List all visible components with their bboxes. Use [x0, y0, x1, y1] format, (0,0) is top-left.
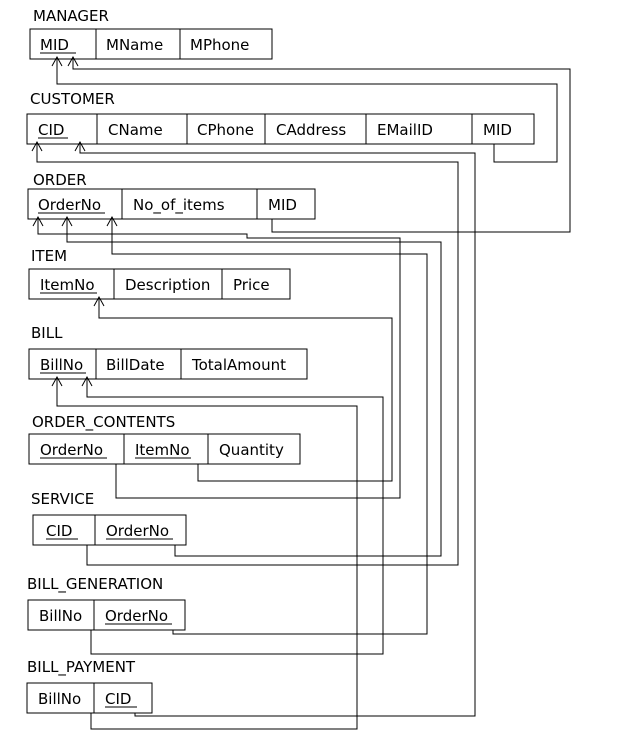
attr-cell: ItemNo	[135, 441, 190, 459]
arrow-head	[32, 215, 44, 227]
fk-line-customer-mid	[56, 58, 558, 163]
table-bill-generation: BILL_GENERATION BillNo OrderNo	[27, 575, 186, 631]
attr-cell: Quantity	[219, 441, 284, 459]
attr-cell: CID	[38, 121, 64, 139]
attr-cell: CName	[108, 121, 163, 139]
table-bill: BILL BillNo BillDate TotalAmount	[28, 324, 308, 380]
attr-cell: Price	[233, 276, 270, 294]
table-box	[32, 514, 187, 546]
table-order: ORDER OrderNo No_of_items MID	[27, 171, 316, 220]
attr-cell: TotalAmount	[191, 356, 286, 374]
table-name: ORDER_CONTENTS	[32, 413, 175, 432]
table-order-contents: ORDER_CONTENTS OrderNo ItemNo Quantity	[28, 413, 301, 465]
attr-cell: BillNo	[39, 607, 82, 625]
attr-cell: OrderNo	[40, 441, 103, 459]
table-box	[28, 348, 308, 380]
attr-cell: MPhone	[190, 36, 249, 54]
arrow-head	[74, 140, 86, 152]
table-item: ITEM ItemNo Description Price	[28, 247, 291, 300]
table-bill-payment: BILL_PAYMENT BillNo CID	[26, 658, 153, 714]
table-manager: MANAGER MID MName MPhone	[29, 7, 273, 60]
attr-cell: CID	[105, 690, 131, 708]
attr-cell: OrderNo	[106, 522, 169, 540]
table-service: SERVICE CID OrderNo	[31, 490, 187, 546]
table-box	[28, 268, 291, 300]
table-box	[29, 28, 273, 60]
attr-cell: MID	[40, 36, 69, 54]
attr-cell: MID	[268, 196, 297, 214]
table-name: BILL_PAYMENT	[27, 658, 136, 677]
table-box	[26, 682, 153, 714]
table-name: ORDER	[33, 171, 87, 189]
table-name: SERVICE	[31, 490, 94, 508]
attr-cell: BillDate	[106, 356, 165, 374]
attr-cell: EMailID	[377, 121, 433, 139]
attr-cell: ItemNo	[40, 276, 95, 294]
arrow-head	[106, 215, 118, 227]
table-name: BILL_GENERATION	[27, 575, 163, 594]
table-box	[28, 433, 301, 465]
fk-line-ordercontents-itemno	[98, 298, 393, 482]
arrow-head	[31, 140, 43, 152]
fk-line-service-orderno	[66, 218, 442, 557]
attr-cell: MID	[483, 121, 512, 139]
fk-line-billpayment-billno	[56, 378, 358, 730]
arrow-head	[67, 55, 79, 67]
attr-cell: BillNo	[38, 690, 81, 708]
arrow-head	[93, 295, 105, 307]
table-name: CUSTOMER	[30, 90, 115, 108]
attr-cell: No_of_items	[133, 196, 225, 215]
table-name: ITEM	[31, 247, 67, 265]
attr-cell: CAddress	[276, 121, 346, 139]
table-name: MANAGER	[33, 7, 109, 25]
fk-line-billgen-orderno	[111, 218, 428, 635]
table-box	[27, 599, 186, 631]
attr-cell: Description	[125, 276, 210, 294]
table-customer: CUSTOMER CID CName CPhone CAddress EMail…	[26, 90, 535, 145]
arrow-head	[51, 375, 63, 387]
table-name: BILL	[31, 324, 63, 342]
fk-line-ordercontents-orderno	[37, 218, 401, 499]
fk-line-billpayment-cid	[79, 143, 476, 717]
arrow-head	[81, 375, 93, 387]
attr-cell: OrderNo	[38, 196, 101, 214]
fk-line-service-cid	[36, 143, 459, 566]
attr-cell: BillNo	[40, 356, 83, 374]
fk-line-billgen-billno	[86, 378, 384, 655]
arrow-head	[61, 215, 73, 227]
table-box	[27, 188, 316, 220]
attr-cell: MName	[106, 36, 163, 54]
arrow-head	[51, 55, 63, 67]
table-box	[26, 113, 535, 145]
fk-line-order-mid	[72, 58, 571, 233]
attr-cell: OrderNo	[105, 607, 168, 625]
attr-cell: CID	[46, 522, 72, 540]
attr-cell: CPhone	[197, 121, 254, 139]
